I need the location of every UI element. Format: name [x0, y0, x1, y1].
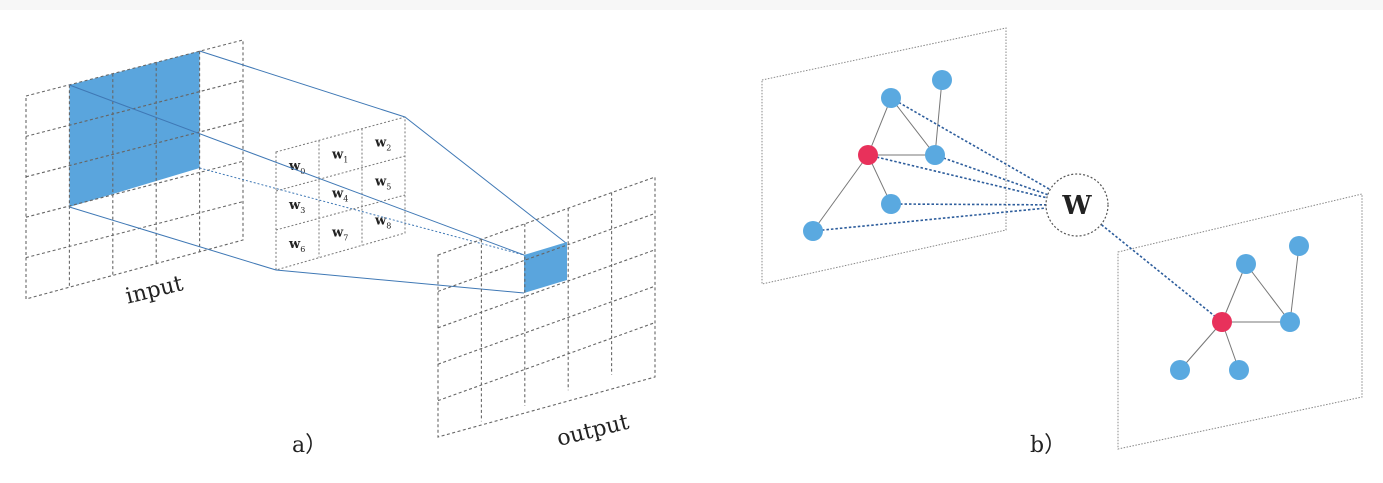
input-grid: input: [25, 39, 244, 310]
kernel-weight-2: w2: [374, 136, 391, 153]
kernel-weight-7: w7: [331, 225, 348, 242]
graph-center-node: [858, 145, 878, 165]
graph-plane-left: [761, 27, 1007, 285]
output-grid: output: [437, 176, 656, 452]
graph-right-nodes: [1170, 236, 1309, 380]
panel-b: W b）: [761, 27, 1363, 458]
graph-left-nodes: [803, 70, 952, 241]
graph-node: [1229, 360, 1249, 380]
kernel-weight-8: w8: [374, 214, 391, 231]
weight-node: W: [1045, 173, 1109, 237]
graph-node: [1280, 312, 1300, 332]
output-grid-lines: [438, 192, 655, 422]
kernel-weight-5: w5: [374, 175, 391, 192]
graph-node: [932, 70, 952, 90]
output-cell-highlight: [524, 242, 567, 293]
graph-node: [881, 194, 901, 214]
graph-node: [1289, 236, 1309, 256]
weight-links: [812, 97, 1223, 323]
kernel-weight-3: w3: [288, 198, 305, 215]
weight-label: W: [1061, 191, 1092, 221]
top-band: [0, 0, 1383, 10]
kernel-weight-6: w6: [288, 237, 305, 254]
panel-a-caption: a）: [292, 433, 327, 458]
graph-node: [925, 145, 945, 165]
input-receptive-field: [69, 51, 200, 207]
projection-lines: [69, 50, 567, 294]
kernel-weight-4: w4: [331, 186, 348, 203]
input-grid-lines: [26, 51, 243, 287]
output-label: output: [554, 410, 631, 452]
kernel-weight-1: w1: [331, 147, 348, 164]
input-label: input: [123, 271, 186, 309]
graph-center-node: [1212, 312, 1232, 332]
graph-node: [881, 88, 901, 108]
graph-node: [803, 221, 823, 241]
panel-b-caption: b）: [1030, 433, 1066, 458]
graph-node: [1236, 254, 1256, 274]
graph-plane-right: [1117, 193, 1363, 450]
graph-node: [1170, 360, 1190, 380]
kernel-grid-lines: [276, 128, 405, 258]
